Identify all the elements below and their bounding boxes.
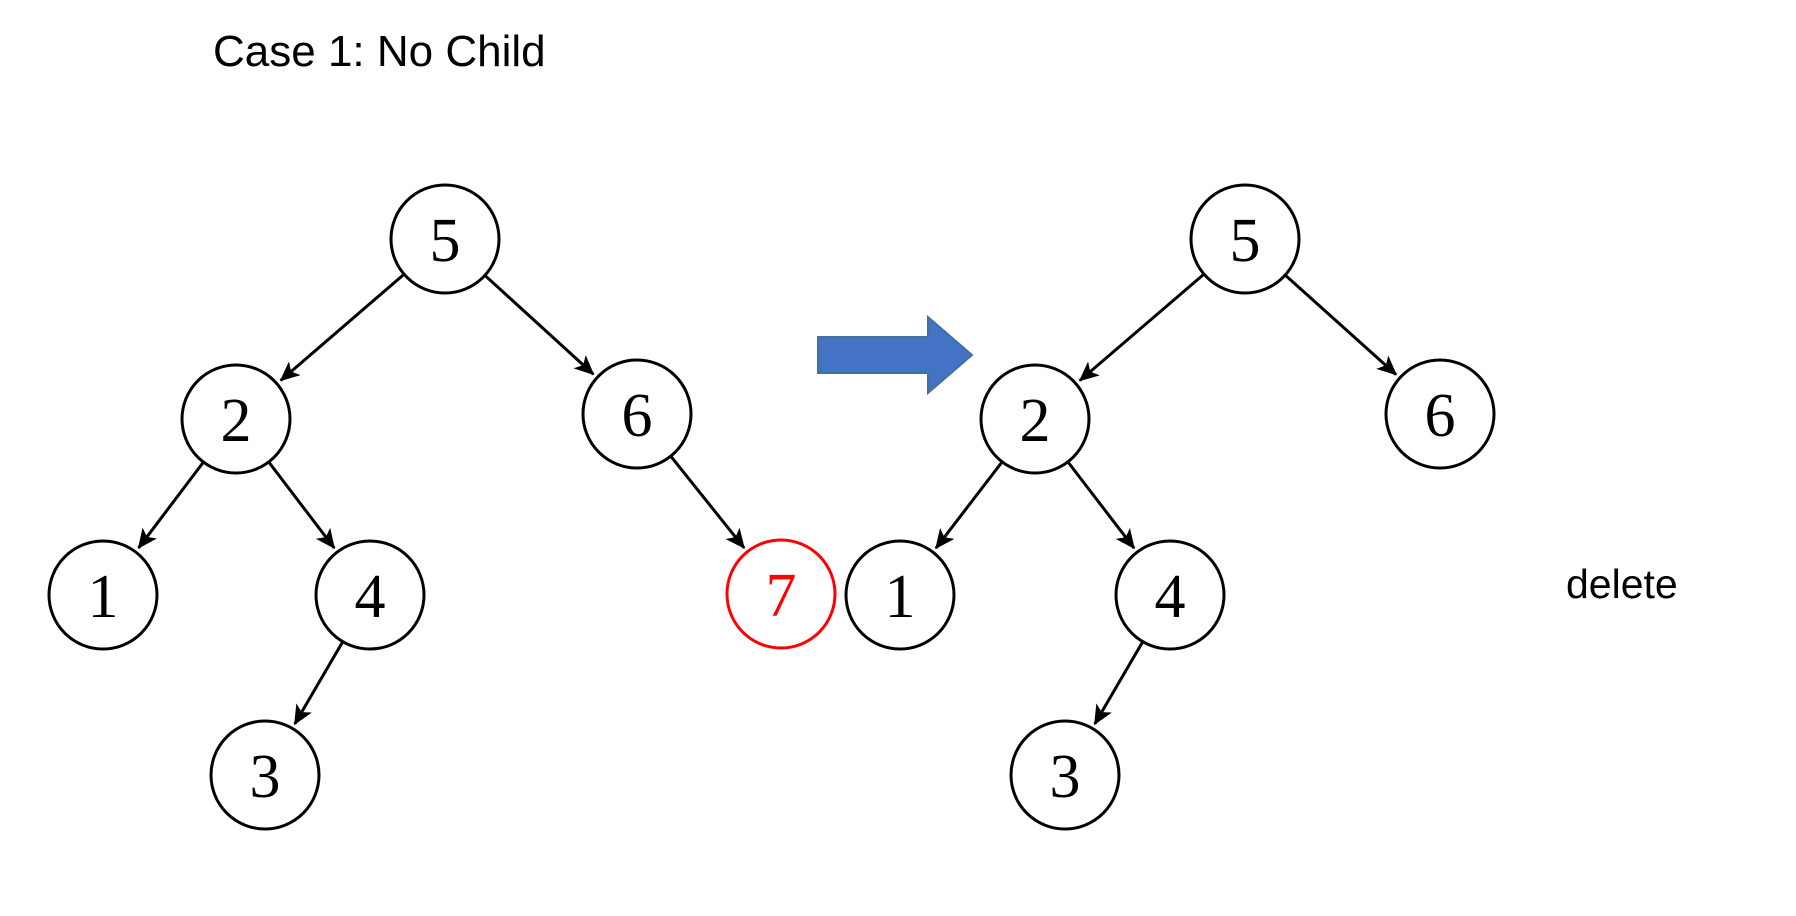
tree-node[interactable]: 5 xyxy=(389,183,501,295)
node-circle xyxy=(47,539,159,651)
transition-arrow-layer xyxy=(817,314,974,396)
tree-edge xyxy=(1078,273,1205,382)
node-label: 5 xyxy=(1230,207,1261,275)
tree-edge xyxy=(293,641,344,726)
tree-edge xyxy=(1067,461,1136,550)
tree-edge xyxy=(1093,641,1144,726)
node-label: 3 xyxy=(1050,743,1081,811)
node-circle xyxy=(389,183,501,295)
tree-node[interactable]: 3 xyxy=(1009,719,1121,831)
tree-node[interactable]: 6 xyxy=(581,358,693,470)
page-title: Case 1: No Child xyxy=(213,27,546,76)
node-circle xyxy=(314,539,426,651)
node-circle xyxy=(180,363,292,475)
node-label: 1 xyxy=(885,563,916,631)
tree-node[interactable]: 1 xyxy=(47,539,159,651)
node-label: 2 xyxy=(221,387,252,455)
node-circle xyxy=(1009,719,1121,831)
node-circle xyxy=(209,719,321,831)
tree-nodes-layer: 5 2 6 1 4 3 7 5 2 6 1 4 3 xyxy=(47,183,1496,831)
tree-edge xyxy=(934,461,1003,550)
tree-edge xyxy=(484,274,595,376)
node-label: 6 xyxy=(622,382,653,450)
tree-node[interactable]: 4 xyxy=(314,539,426,651)
tree-node[interactable]: 1 xyxy=(844,539,956,651)
node-circle xyxy=(581,358,693,470)
transition-arrow-icon xyxy=(817,314,974,396)
node-label: 1 xyxy=(88,563,119,631)
node-label: 5 xyxy=(430,207,461,275)
tree-node[interactable]: 6 xyxy=(1384,358,1496,470)
node-circle xyxy=(844,539,956,651)
tree-edge xyxy=(279,273,405,382)
tree-node[interactable]: 3 xyxy=(209,719,321,831)
tree-edge xyxy=(137,461,205,549)
tree-node[interactable]: 5 xyxy=(1189,183,1301,295)
tree-edges-layer xyxy=(137,273,1398,726)
delete-caption: delete xyxy=(1566,561,1678,607)
tree-node[interactable]: 4 xyxy=(1114,539,1226,651)
tree-edge xyxy=(670,456,746,549)
node-label: 6 xyxy=(1425,382,1456,450)
node-label: 4 xyxy=(355,563,386,631)
tree-node[interactable]: 2 xyxy=(979,363,1091,475)
node-label: 4 xyxy=(1155,563,1186,631)
tree-edge xyxy=(268,461,336,550)
node-circle xyxy=(1114,539,1226,651)
node-label: 2 xyxy=(1020,387,1051,455)
node-circle xyxy=(725,538,837,650)
node-circle xyxy=(1189,183,1301,295)
node-circle xyxy=(1384,358,1496,470)
node-label: 3 xyxy=(250,743,281,811)
node-circle xyxy=(979,363,1091,475)
tree-edge xyxy=(1284,274,1398,376)
node-label: 7 xyxy=(766,562,797,630)
tree-node[interactable]: 7 xyxy=(725,538,837,650)
tree-node[interactable]: 2 xyxy=(180,363,292,475)
